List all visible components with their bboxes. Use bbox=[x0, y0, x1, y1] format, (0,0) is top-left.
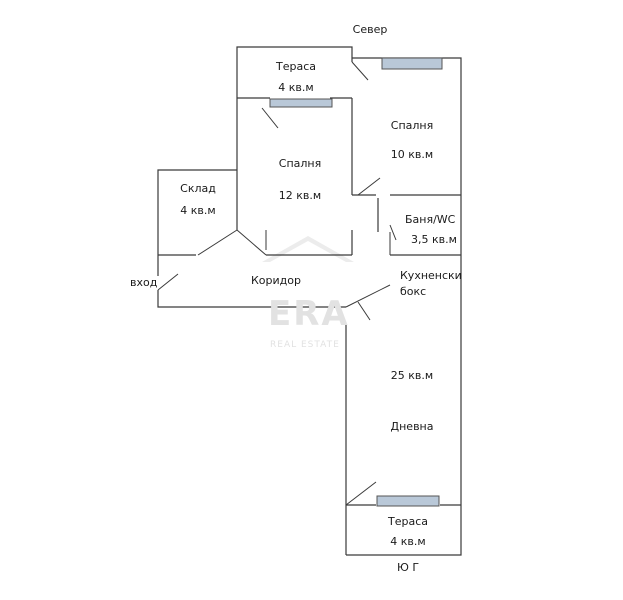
room-name-terrace-north: Тераса bbox=[276, 60, 316, 73]
room-area-bedroom-right: 10 кв.м bbox=[390, 148, 434, 161]
room-area-terrace-south: 4 кв.м bbox=[390, 535, 426, 548]
room-name-storage: Склад bbox=[180, 182, 216, 195]
room-area-bedroom-left: 12 кв.м bbox=[278, 189, 322, 202]
room-area-terrace-north: 4 кв.м bbox=[278, 81, 314, 94]
watermark-brand: ERA bbox=[268, 294, 350, 334]
room-name-living: Дневна bbox=[390, 420, 434, 433]
room-area-living: 25 кв.м bbox=[390, 369, 434, 382]
windows bbox=[269, 57, 443, 507]
entrance-label: вход bbox=[130, 276, 158, 289]
walls bbox=[157, 46, 462, 556]
room-name-kitchen-line1: Кухненски bbox=[400, 269, 462, 282]
room-name-kitchen-line2: бокс bbox=[400, 285, 427, 298]
watermark-tagline: REAL ESTATE bbox=[270, 340, 340, 350]
room-name-bedroom-right: Спалня bbox=[390, 119, 434, 132]
watermark-house-icon bbox=[262, 236, 354, 262]
window-north-terrace bbox=[269, 98, 333, 108]
window-living-room bbox=[376, 495, 440, 507]
door-swings bbox=[157, 61, 397, 506]
room-name-bathroom: Баня/WC bbox=[405, 213, 456, 226]
room-name-terrace-south: Тераса bbox=[388, 515, 428, 528]
room-name-bedroom-left: Спалня bbox=[278, 157, 322, 170]
room-area-bathroom: 3,5 кв.м bbox=[411, 233, 457, 246]
room-area-storage: 4 кв.м bbox=[180, 204, 216, 217]
room-name-corridor: Коридор bbox=[251, 274, 301, 287]
compass-north: Север bbox=[352, 23, 388, 36]
window-right-bedroom bbox=[381, 57, 443, 70]
compass-south: Ю Г bbox=[396, 561, 420, 574]
